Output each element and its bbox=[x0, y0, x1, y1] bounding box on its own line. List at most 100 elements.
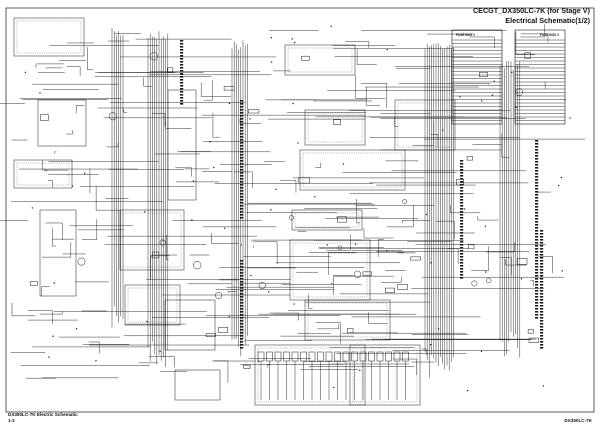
connector-pin bbox=[240, 145, 244, 147]
wire-elbow bbox=[204, 79, 213, 101]
connector-pin bbox=[240, 287, 244, 289]
connector-pin bbox=[240, 112, 244, 114]
connector-pin bbox=[240, 100, 244, 102]
connector-pin bbox=[535, 287, 539, 289]
footer-doc-title: DX350LC-7K Electric Schematic bbox=[8, 412, 78, 417]
connector-pin bbox=[180, 58, 184, 60]
relay-symbol bbox=[402, 199, 407, 204]
component-group bbox=[307, 302, 388, 338]
connector-pin bbox=[180, 76, 184, 78]
connector-pin bbox=[240, 103, 244, 105]
wire-elbow bbox=[108, 40, 130, 42]
connector-pin bbox=[460, 193, 464, 195]
switch-symbol bbox=[524, 52, 531, 59]
relay-symbol bbox=[159, 239, 166, 246]
junction-dot bbox=[331, 283, 333, 285]
connector-pin bbox=[240, 127, 244, 129]
wire-elbow bbox=[520, 24, 546, 38]
wire-elbow bbox=[505, 259, 527, 266]
connector-pin bbox=[535, 197, 539, 199]
connector-pin bbox=[240, 266, 244, 268]
wire-elbow bbox=[27, 310, 53, 324]
connector-pin bbox=[535, 242, 539, 244]
component-group bbox=[302, 152, 403, 188]
wire-elbow bbox=[520, 33, 549, 43]
connector-pin bbox=[535, 230, 539, 232]
connector-pin bbox=[540, 284, 544, 286]
connector-pin bbox=[460, 199, 464, 201]
connector-pin bbox=[180, 88, 184, 90]
schematic-border bbox=[5, 7, 595, 413]
junction-dot bbox=[557, 184, 560, 187]
connector-pin bbox=[180, 97, 184, 99]
connector-pin bbox=[460, 166, 464, 168]
connector-pin bbox=[535, 164, 539, 166]
fuse-box-1 bbox=[451, 29, 503, 125]
connector-pin bbox=[240, 211, 244, 213]
relay-symbol bbox=[337, 245, 343, 251]
junction-dot bbox=[463, 208, 466, 210]
junction-dot bbox=[480, 100, 483, 102]
connector-pin bbox=[240, 133, 244, 135]
connector-pin bbox=[240, 181, 244, 183]
connector-pin bbox=[460, 262, 464, 264]
connector-pin bbox=[535, 209, 539, 211]
component-group bbox=[122, 212, 182, 268]
junction-dot bbox=[480, 350, 483, 353]
junction-dot bbox=[429, 343, 432, 346]
component-box bbox=[13, 17, 85, 57]
connector-pin bbox=[180, 103, 184, 105]
relay-symbol bbox=[108, 112, 117, 121]
junction-dot bbox=[24, 71, 27, 74]
terminal-block bbox=[291, 351, 299, 362]
wire-elbow bbox=[123, 108, 127, 113]
connector-pin bbox=[240, 311, 244, 313]
connector-pin bbox=[535, 293, 539, 295]
connector-pin bbox=[535, 305, 539, 307]
junction-dot bbox=[293, 303, 295, 305]
junction-dot bbox=[430, 262, 432, 264]
junction-dot bbox=[520, 278, 523, 280]
component-box bbox=[349, 344, 421, 406]
junction-dot bbox=[270, 209, 272, 211]
junction-dot bbox=[48, 356, 50, 358]
wire-elbow bbox=[81, 219, 98, 240]
junction-dot bbox=[560, 176, 563, 179]
connector-pin bbox=[240, 302, 244, 304]
junction-dot bbox=[191, 219, 193, 221]
wire-elbow bbox=[59, 60, 86, 62]
wire-elbow bbox=[430, 134, 439, 148]
wire-elbow bbox=[469, 36, 495, 48]
connector-pin bbox=[540, 248, 544, 250]
terminal-block bbox=[325, 351, 333, 362]
connector-pin bbox=[240, 157, 244, 159]
relay-symbol bbox=[353, 270, 362, 278]
junction-dot bbox=[466, 389, 469, 392]
connector-pin bbox=[240, 187, 244, 189]
wire-elbow bbox=[87, 47, 94, 71]
connector-pin bbox=[460, 160, 464, 162]
connector-pin bbox=[540, 323, 544, 325]
schematic-title: CECGT_DX350LC-7K (for Stage V) bbox=[472, 6, 590, 15]
wire-elbow bbox=[11, 302, 36, 317]
switch-symbol bbox=[223, 86, 235, 91]
connector-pin bbox=[460, 253, 464, 255]
connector-pin bbox=[180, 79, 184, 81]
wire-layer bbox=[0, 24, 585, 400]
connector-pin bbox=[180, 52, 184, 54]
connector-pin bbox=[540, 329, 544, 331]
connector-pin bbox=[540, 320, 544, 322]
wire-elbow bbox=[356, 199, 361, 224]
terminal-block bbox=[351, 351, 358, 362]
connector-pin bbox=[460, 244, 464, 246]
component-box bbox=[164, 299, 216, 351]
connector-pin bbox=[240, 281, 244, 283]
switch-symbol bbox=[397, 284, 408, 290]
connector-pin bbox=[180, 91, 184, 93]
wire-elbow bbox=[530, 280, 534, 287]
connector-pin bbox=[240, 335, 244, 337]
connector-pin bbox=[240, 217, 244, 219]
connector-pin bbox=[240, 109, 244, 111]
junction-dot bbox=[192, 180, 195, 182]
wire-elbow bbox=[0, 103, 25, 104]
